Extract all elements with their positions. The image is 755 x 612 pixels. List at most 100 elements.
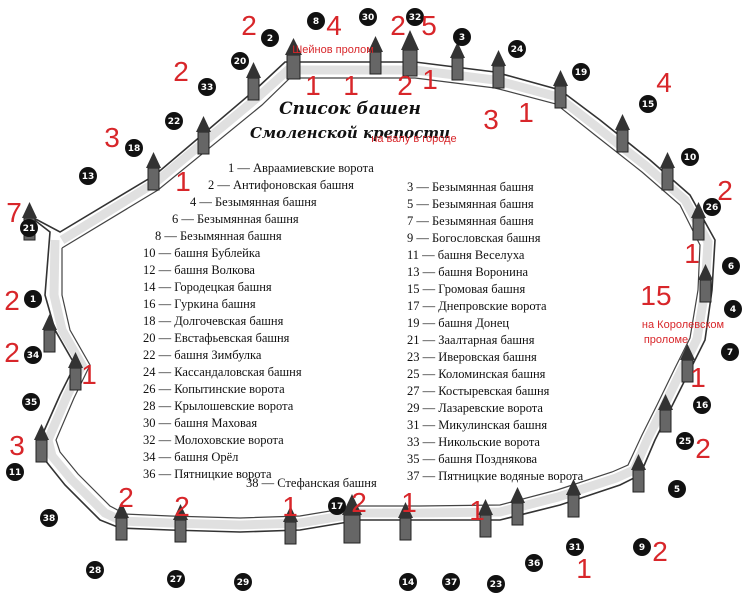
- legend-item: 27 — Костыревская башня: [407, 384, 550, 398]
- tower-marker[interactable]: 17: [328, 497, 346, 515]
- tower-marker[interactable]: 18: [125, 139, 143, 157]
- tower-marker-label: 18: [128, 144, 141, 154]
- tower-icon: [631, 454, 646, 493]
- legend-item: 7 — Безымянная башня: [407, 214, 534, 228]
- tower-marker[interactable]: 37: [442, 573, 460, 591]
- tower-marker-label: 17: [331, 502, 344, 512]
- red-number: 3: [104, 122, 120, 153]
- tower-marker-label: 24: [511, 45, 524, 55]
- tower-icon: [698, 264, 713, 303]
- red-number: 2: [390, 10, 406, 41]
- red-number: 3: [9, 430, 25, 461]
- tower-marker[interactable]: 10: [681, 148, 699, 166]
- tower-marker[interactable]: 35: [22, 393, 40, 411]
- tower-marker-label: 22: [168, 117, 181, 127]
- tower-marker[interactable]: 7: [721, 343, 739, 361]
- tower-marker[interactable]: 31: [566, 538, 584, 556]
- tower-marker-label: 27: [170, 575, 183, 585]
- tower-marker[interactable]: 15: [639, 95, 657, 113]
- tower-marker[interactable]: 32: [406, 8, 424, 26]
- tower-marker[interactable]: 8: [307, 12, 325, 30]
- tower-marker[interactable]: 28: [86, 561, 104, 579]
- legend-item: 22 — башня Зимбулка: [143, 348, 262, 362]
- tower-marker-label: 5: [674, 485, 680, 495]
- tower-icon: [660, 152, 675, 191]
- tower-marker[interactable]: 14: [399, 573, 417, 591]
- tower-marker-label: 37: [445, 578, 458, 588]
- tower-marker-label: 1: [30, 295, 36, 305]
- tower-marker-label: 23: [490, 580, 503, 590]
- red-number: 2: [174, 491, 190, 522]
- tower-icon: [285, 38, 302, 80]
- tower-marker-label: 10: [684, 153, 697, 163]
- tower-marker[interactable]: 11: [6, 463, 24, 481]
- legend-item: 19 — башня Донец: [407, 316, 509, 330]
- legend-item: 24 — Кассандаловская башня: [143, 365, 302, 379]
- red-number: 4: [656, 67, 672, 98]
- tower-marker[interactable]: 36: [525, 554, 543, 572]
- tower-marker-label: 25: [679, 437, 692, 447]
- tower-marker[interactable]: 23: [487, 575, 505, 593]
- tower-marker[interactable]: 16: [693, 396, 711, 414]
- tower-marker[interactable]: 2: [261, 29, 279, 47]
- tower-marker[interactable]: 34: [24, 346, 42, 364]
- tower-marker-label: 36: [528, 559, 541, 569]
- tower-marker-label: 20: [234, 57, 247, 67]
- red-number: 3: [483, 104, 499, 135]
- legend-item: 25 — Коломинская башня: [407, 367, 546, 381]
- tower-marker[interactable]: 4: [724, 300, 742, 318]
- red-number: 1: [576, 553, 592, 584]
- red-number: 5: [421, 10, 437, 41]
- tower-marker[interactable]: 13: [79, 167, 97, 185]
- tower-marker-label: 28: [89, 566, 102, 576]
- tower-icon: [401, 30, 419, 77]
- tower-marker[interactable]: 6: [722, 257, 740, 275]
- red-number: 1: [305, 70, 321, 101]
- legend-item: 16 — Гуркина башня: [143, 297, 256, 311]
- red-number: 1: [422, 64, 438, 95]
- legend-item: 8 — Безымянная башня: [155, 229, 282, 243]
- tower-marker[interactable]: 1: [24, 290, 42, 308]
- tower-marker-label: 6: [728, 262, 734, 272]
- red-number: 2: [173, 56, 189, 87]
- legend-item: 15 — Громовая башня: [407, 282, 525, 296]
- legend-item: 31 — Микулинская башня: [407, 418, 547, 432]
- legend-item: 32 — Молоховские ворота: [143, 433, 284, 447]
- red-number: 2: [695, 433, 711, 464]
- tower-marker[interactable]: 33: [198, 78, 216, 96]
- tower-marker-label: 35: [25, 398, 38, 408]
- red-annotations: 2 4 2 5 2 1 1 2 1 3 1 4 3 1 2 7 1 2 15 2…: [4, 10, 733, 584]
- tower-icon: [68, 352, 83, 391]
- tower-marker[interactable]: 22: [165, 112, 183, 130]
- legend-left-column: 1 — Авраамиевские ворота 2 — Антифоновск…: [143, 161, 374, 481]
- tower-marker-label: 4: [730, 305, 736, 315]
- tower-marker[interactable]: 9: [633, 538, 651, 556]
- red-number: 4: [326, 10, 342, 41]
- tower-marker[interactable]: 24: [508, 40, 526, 58]
- tower-icon: [196, 116, 211, 155]
- tower-marker[interactable]: 20: [231, 52, 249, 70]
- legend-item-bottom: 38 — Стефанская башня: [246, 476, 377, 490]
- tower-marker-label: 2: [267, 34, 273, 44]
- tower-marker-label: 34: [27, 351, 40, 361]
- tower-marker[interactable]: 3: [453, 28, 471, 46]
- tower-marker-label: 15: [642, 100, 655, 110]
- tower-icon: [680, 344, 695, 383]
- tower-marker-label: 29: [237, 578, 250, 588]
- tower-markers: 8 30 32 2 3 24 20 19 33 15 22 18 10 13 2…: [6, 8, 742, 593]
- tower-marker[interactable]: 19: [572, 63, 590, 81]
- tower-marker-label: 21: [23, 224, 36, 234]
- tower-marker[interactable]: 25: [676, 432, 694, 450]
- tower-icon: [342, 494, 362, 544]
- tower-marker[interactable]: 21: [20, 219, 38, 237]
- tower-marker[interactable]: 38: [40, 509, 58, 527]
- red-number: 1: [518, 97, 534, 128]
- tower-marker-label: 38: [43, 514, 56, 524]
- tower-marker[interactable]: 5: [668, 480, 686, 498]
- tower-marker[interactable]: 26: [703, 198, 721, 216]
- tower-marker[interactable]: 27: [167, 570, 185, 588]
- tower-marker[interactable]: 29: [234, 573, 252, 591]
- legend-item: 23 — Иверовская башня: [407, 350, 537, 364]
- tower-marker[interactable]: 30: [359, 8, 377, 26]
